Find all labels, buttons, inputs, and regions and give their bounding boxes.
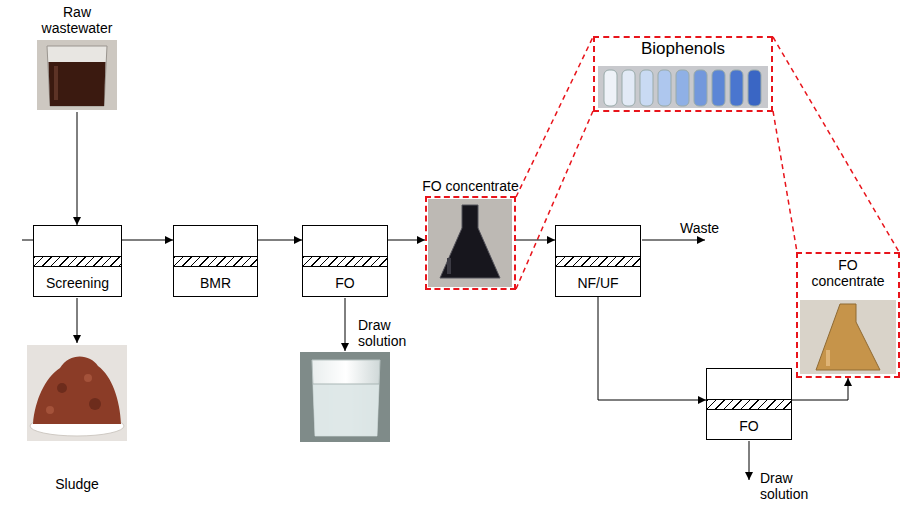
water-line <box>313 384 379 385</box>
flow-arrow <box>749 441 750 480</box>
photo-ground <box>300 352 390 442</box>
membrane-hatch <box>707 399 791 410</box>
zoom-line <box>773 37 899 252</box>
box-label: NF/UF <box>577 275 618 291</box>
frame-heading: FO concentrate <box>421 178 520 194</box>
membrane-hatch <box>303 256 387 267</box>
clear-water <box>313 384 379 436</box>
zoom-line <box>516 37 593 197</box>
flask <box>440 205 500 278</box>
photo-ground <box>800 300 896 374</box>
membrane-hatch <box>34 256 121 267</box>
draw-solution-photo <box>300 352 390 442</box>
tube <box>640 70 653 106</box>
concentrate-frame: FO concentrate <box>425 196 516 290</box>
tube <box>622 70 635 106</box>
concentrate-frame: FO concentrate <box>796 252 900 378</box>
flow-connector <box>792 378 848 400</box>
glass-glint <box>447 258 451 274</box>
tube <box>694 70 707 106</box>
tube <box>676 70 689 106</box>
photo-ground <box>428 199 512 287</box>
photo-ground <box>27 345 127 441</box>
biophenols-frame: Biophenols <box>593 36 773 112</box>
membrane-hatch <box>174 256 257 267</box>
sludge-photo <box>27 345 127 441</box>
frame-heading: Biophenols <box>595 38 771 57</box>
flow-connector <box>122 240 173 241</box>
output-label: Waste <box>680 220 740 236</box>
frame-heading: FO concentrate <box>798 254 898 289</box>
output-label: Sludge <box>27 476 127 492</box>
sludge-clump <box>57 383 67 393</box>
zoom-line <box>773 111 797 252</box>
tube <box>658 70 671 106</box>
beaker <box>312 360 380 436</box>
dark-liquid <box>49 62 106 106</box>
flow-arrow <box>642 240 705 241</box>
process-box: NF/UF <box>555 225 641 297</box>
photo-ground <box>37 40 117 110</box>
tube <box>604 70 617 106</box>
dark-concentrate-photo <box>428 199 512 287</box>
flow-connector <box>258 240 302 241</box>
wastewater-photo <box>37 40 117 110</box>
process-box: Screening <box>33 225 122 297</box>
process-box: BMR <box>173 225 258 297</box>
tube <box>748 70 761 106</box>
box-label: FO <box>335 275 354 291</box>
sludge-clump <box>46 406 54 414</box>
flow-arrow <box>77 298 78 343</box>
process-box: FO <box>302 225 388 297</box>
inlet-stub <box>22 240 33 241</box>
membrane-hatch <box>556 256 640 267</box>
flow-connector <box>516 240 555 241</box>
box-label: BMR <box>200 275 231 291</box>
flask <box>816 304 880 370</box>
flow-arrow <box>345 298 346 351</box>
input-label: Raw wastewater <box>27 4 127 36</box>
output-label: Draw solution <box>358 317 430 349</box>
output-label: Draw solution <box>760 470 832 502</box>
sludge-mound <box>33 357 121 425</box>
flow-connector <box>598 297 706 400</box>
box-label: Screening <box>46 275 109 291</box>
flow-arrow <box>77 112 78 225</box>
sludge-clump <box>84 374 92 382</box>
amber-concentrate-photo <box>800 300 896 374</box>
tube <box>712 70 725 106</box>
sludge-clump <box>89 398 101 410</box>
box-label: FO <box>739 418 758 434</box>
flow-connector <box>388 240 425 241</box>
flow-arrows <box>22 112 749 480</box>
biophenol-tubes-photo <box>598 66 768 108</box>
glass-glint <box>826 350 830 366</box>
tube-row <box>604 70 761 106</box>
tube <box>730 70 743 106</box>
process-box: FO <box>706 368 792 440</box>
photo-ground <box>598 66 768 108</box>
glass-glint <box>54 66 58 100</box>
beaker <box>47 46 107 106</box>
